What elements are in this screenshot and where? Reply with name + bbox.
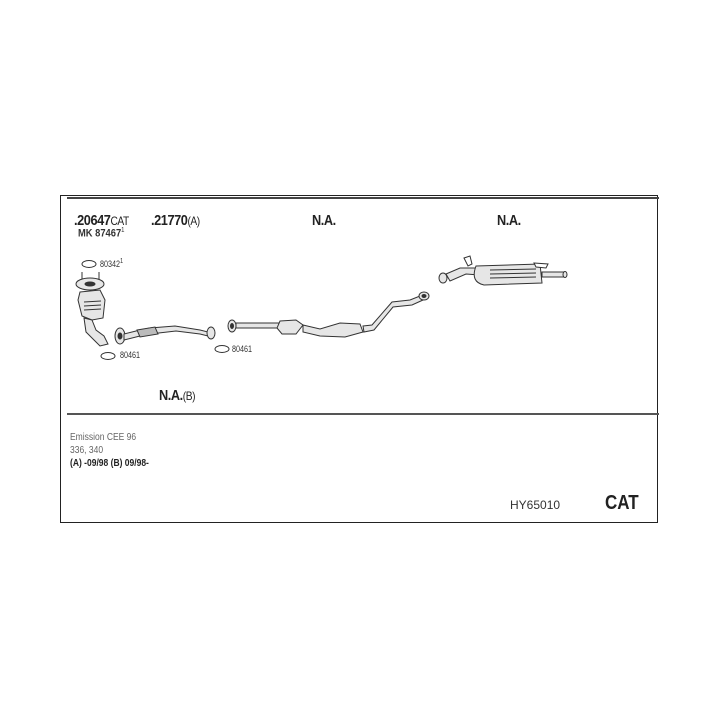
rear-silencer-icon	[438, 255, 568, 286]
part-number: N.A.	[312, 212, 336, 229]
gasket-label: 80461	[232, 344, 253, 354]
cat-badge: CAT	[605, 492, 639, 514]
divider-rule	[67, 413, 659, 415]
part-number: N.A.	[159, 387, 183, 404]
part-number: .20647	[74, 212, 111, 229]
part-label-lower: N.A.(B)	[159, 387, 196, 404]
gasket-ring-icon	[81, 260, 97, 268]
part-suffix: (A)	[187, 214, 200, 228]
date-range-note: (A) -09/98 (B) 09/98-	[70, 458, 149, 469]
part-label-rear-silencer: N.A.	[497, 212, 521, 229]
part-number: N.A.	[497, 212, 521, 229]
model-note: 336, 340	[70, 445, 104, 456]
gasket-ring-icon	[100, 352, 116, 360]
part-label-middle-silencer: N.A.	[312, 212, 336, 229]
gasket-label: 80461	[120, 350, 141, 360]
middle-silencer-icon	[227, 291, 430, 338]
front-pipe-icon	[114, 325, 216, 345]
system-code: HY65010	[510, 498, 561, 512]
catalytic-converter-icon	[75, 272, 109, 347]
part-suffix: (B)	[182, 389, 196, 403]
part-label-catalyst: .20647CAT	[74, 212, 129, 229]
gasket-ring-icon	[214, 345, 230, 353]
emission-note: Emission CEE 96	[70, 432, 137, 443]
top-rule	[67, 197, 659, 199]
diagram-frame	[60, 195, 658, 523]
part-suffix: CAT	[110, 214, 129, 228]
mounting-kit-label: MK 874671	[78, 227, 125, 240]
gasket-label: 803421	[100, 258, 124, 269]
part-label-front-pipe: .21770(A)	[151, 212, 200, 229]
part-number: .21770	[151, 212, 188, 229]
